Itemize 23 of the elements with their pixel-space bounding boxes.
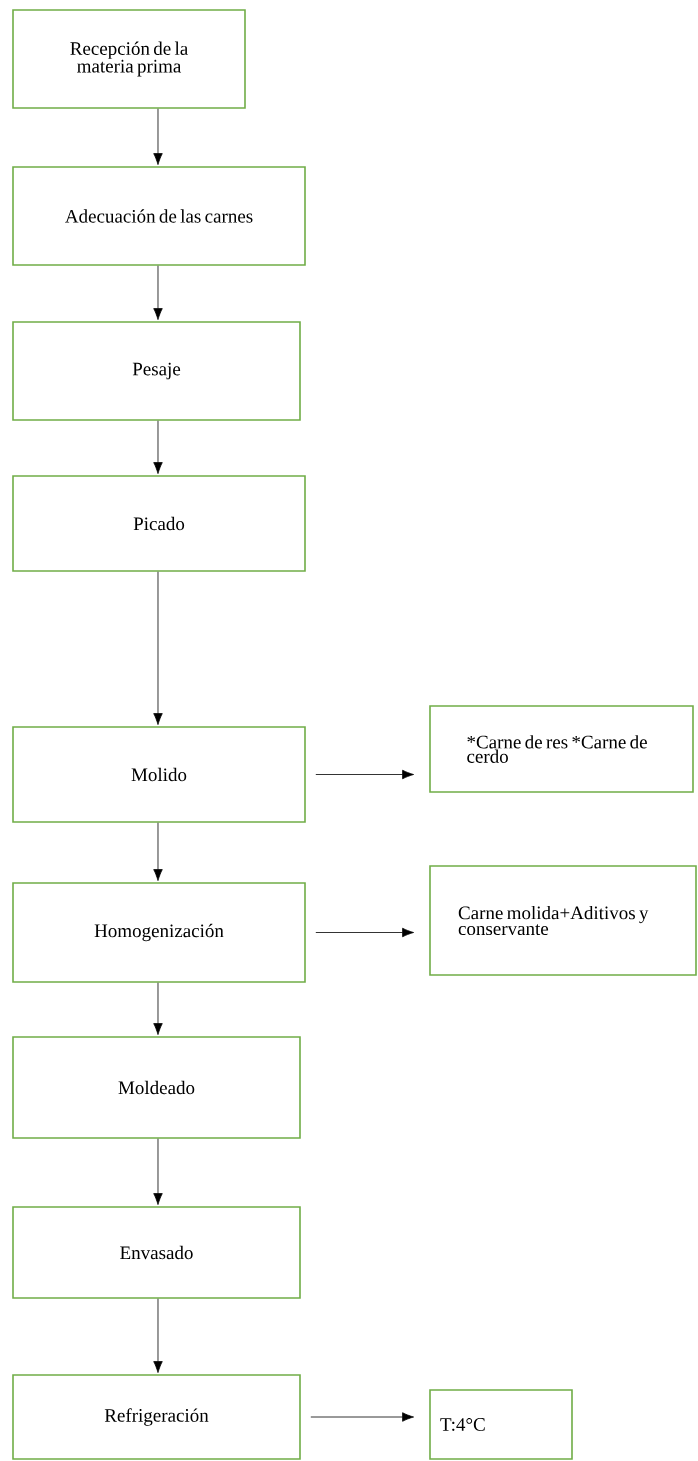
process-box: *Carne de res *Carne de cerdo — [429, 705, 694, 793]
process-box: Molido — [12, 726, 306, 823]
process-box: Carne molida+Aditivos y conservante — [429, 865, 697, 976]
process-box: Recepción de la materia prima — [12, 9, 246, 109]
arrow — [153, 822, 163, 881]
process-box: Homogenización — [12, 882, 306, 983]
arrow — [153, 982, 163, 1035]
arrow — [153, 1138, 163, 1205]
process-box: Pesaje — [12, 321, 301, 421]
arrow — [153, 1298, 163, 1373]
arrow — [153, 265, 163, 320]
process-box: Envasado — [12, 1206, 301, 1299]
arrow — [153, 108, 163, 165]
arrow — [310, 1412, 414, 1422]
process-box: Adecuación de las carnes — [12, 166, 306, 266]
process-box: T:4°C — [429, 1389, 573, 1460]
process-box: Moldeado — [12, 1036, 301, 1139]
process-box: Refrigeración — [12, 1374, 301, 1460]
arrow — [153, 571, 163, 725]
arrow — [315, 769, 414, 780]
process-box: Picado — [12, 475, 306, 572]
arrow — [153, 420, 163, 474]
arrow — [315, 927, 414, 938]
